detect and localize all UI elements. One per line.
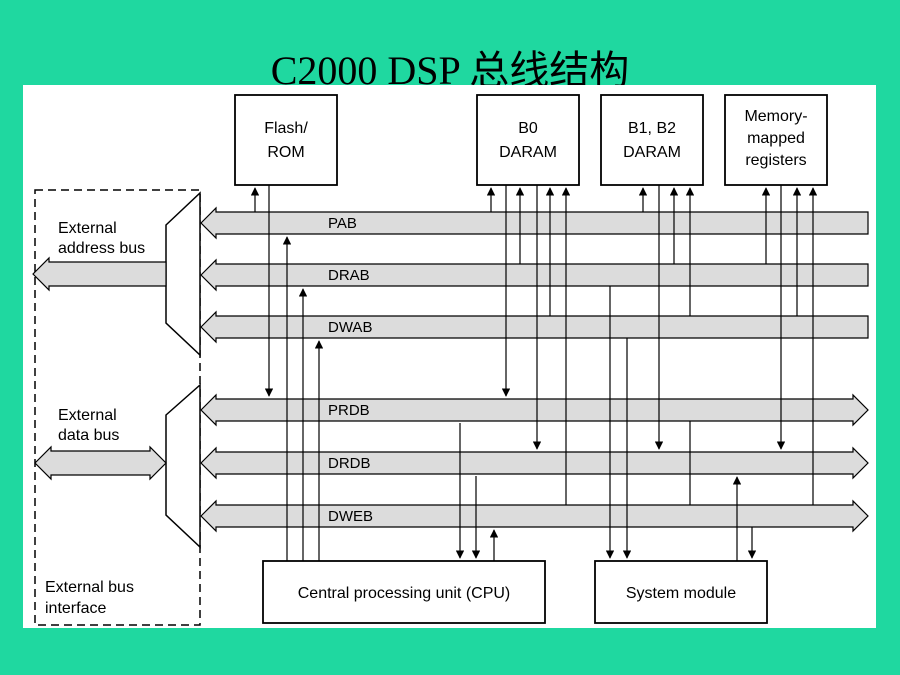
external-bus-interface-label-2: interface [45, 600, 106, 617]
pab-bus [200, 206, 869, 240]
bus-label-drab: DRAB [328, 267, 370, 284]
b1-b2-daram-label-2: DARAM [623, 144, 681, 161]
dwab-bus [200, 310, 869, 344]
memory-mapped-registers-block [724, 94, 828, 186]
external-data-bus-arrow [34, 445, 167, 481]
mmr-label-1: Memory- [744, 108, 807, 125]
mmr-label-3: registers [745, 152, 806, 169]
bus-label-pab: PAB [328, 215, 357, 232]
mmr-label-2: mapped [747, 130, 805, 147]
flash-rom-label-2: ROM [267, 144, 304, 161]
external-address-bus-label-1: External [58, 220, 117, 237]
external-address-bus-arrow [32, 256, 167, 292]
cpu-label: Central processing unit (CPU) [298, 585, 511, 602]
drab-bus [200, 258, 869, 292]
bus-label-drdb: DRDB [328, 455, 371, 472]
flash-rom-label-1: Flash/ [264, 120, 308, 137]
bus-label-dwab: DWAB [328, 319, 372, 336]
address-mux [165, 191, 201, 357]
b0-daram-label-1: B0 [518, 120, 538, 137]
b0-daram-block [476, 94, 580, 186]
drdb-bus [200, 446, 869, 480]
data-mux [165, 383, 201, 549]
dweb-bus [200, 499, 869, 533]
b1-b2-daram-block [600, 94, 704, 186]
system-module-label: System module [626, 585, 736, 602]
b1-b2-daram-label-1: B1, B2 [628, 120, 676, 137]
prdb-bus [200, 393, 869, 427]
external-bus-interface-label-1: External bus [45, 579, 134, 596]
b0-daram-label-2: DARAM [499, 144, 557, 161]
flash-rom-block [234, 94, 338, 186]
connection-lines [250, 185, 818, 561]
external-address-bus-label-2: address bus [58, 240, 145, 257]
cpu-block [262, 560, 546, 624]
bus-architecture-diagram: PAB DRAB DWAB PRDB DRDB DWEB Flash/ ROM … [23, 85, 876, 628]
system-module-block [594, 560, 768, 624]
bus-label-dweb: DWEB [328, 508, 373, 525]
external-data-bus-label-2: data bus [58, 427, 119, 444]
bus-label-prdb: PRDB [328, 402, 370, 419]
external-data-bus-label-1: External [58, 407, 117, 424]
